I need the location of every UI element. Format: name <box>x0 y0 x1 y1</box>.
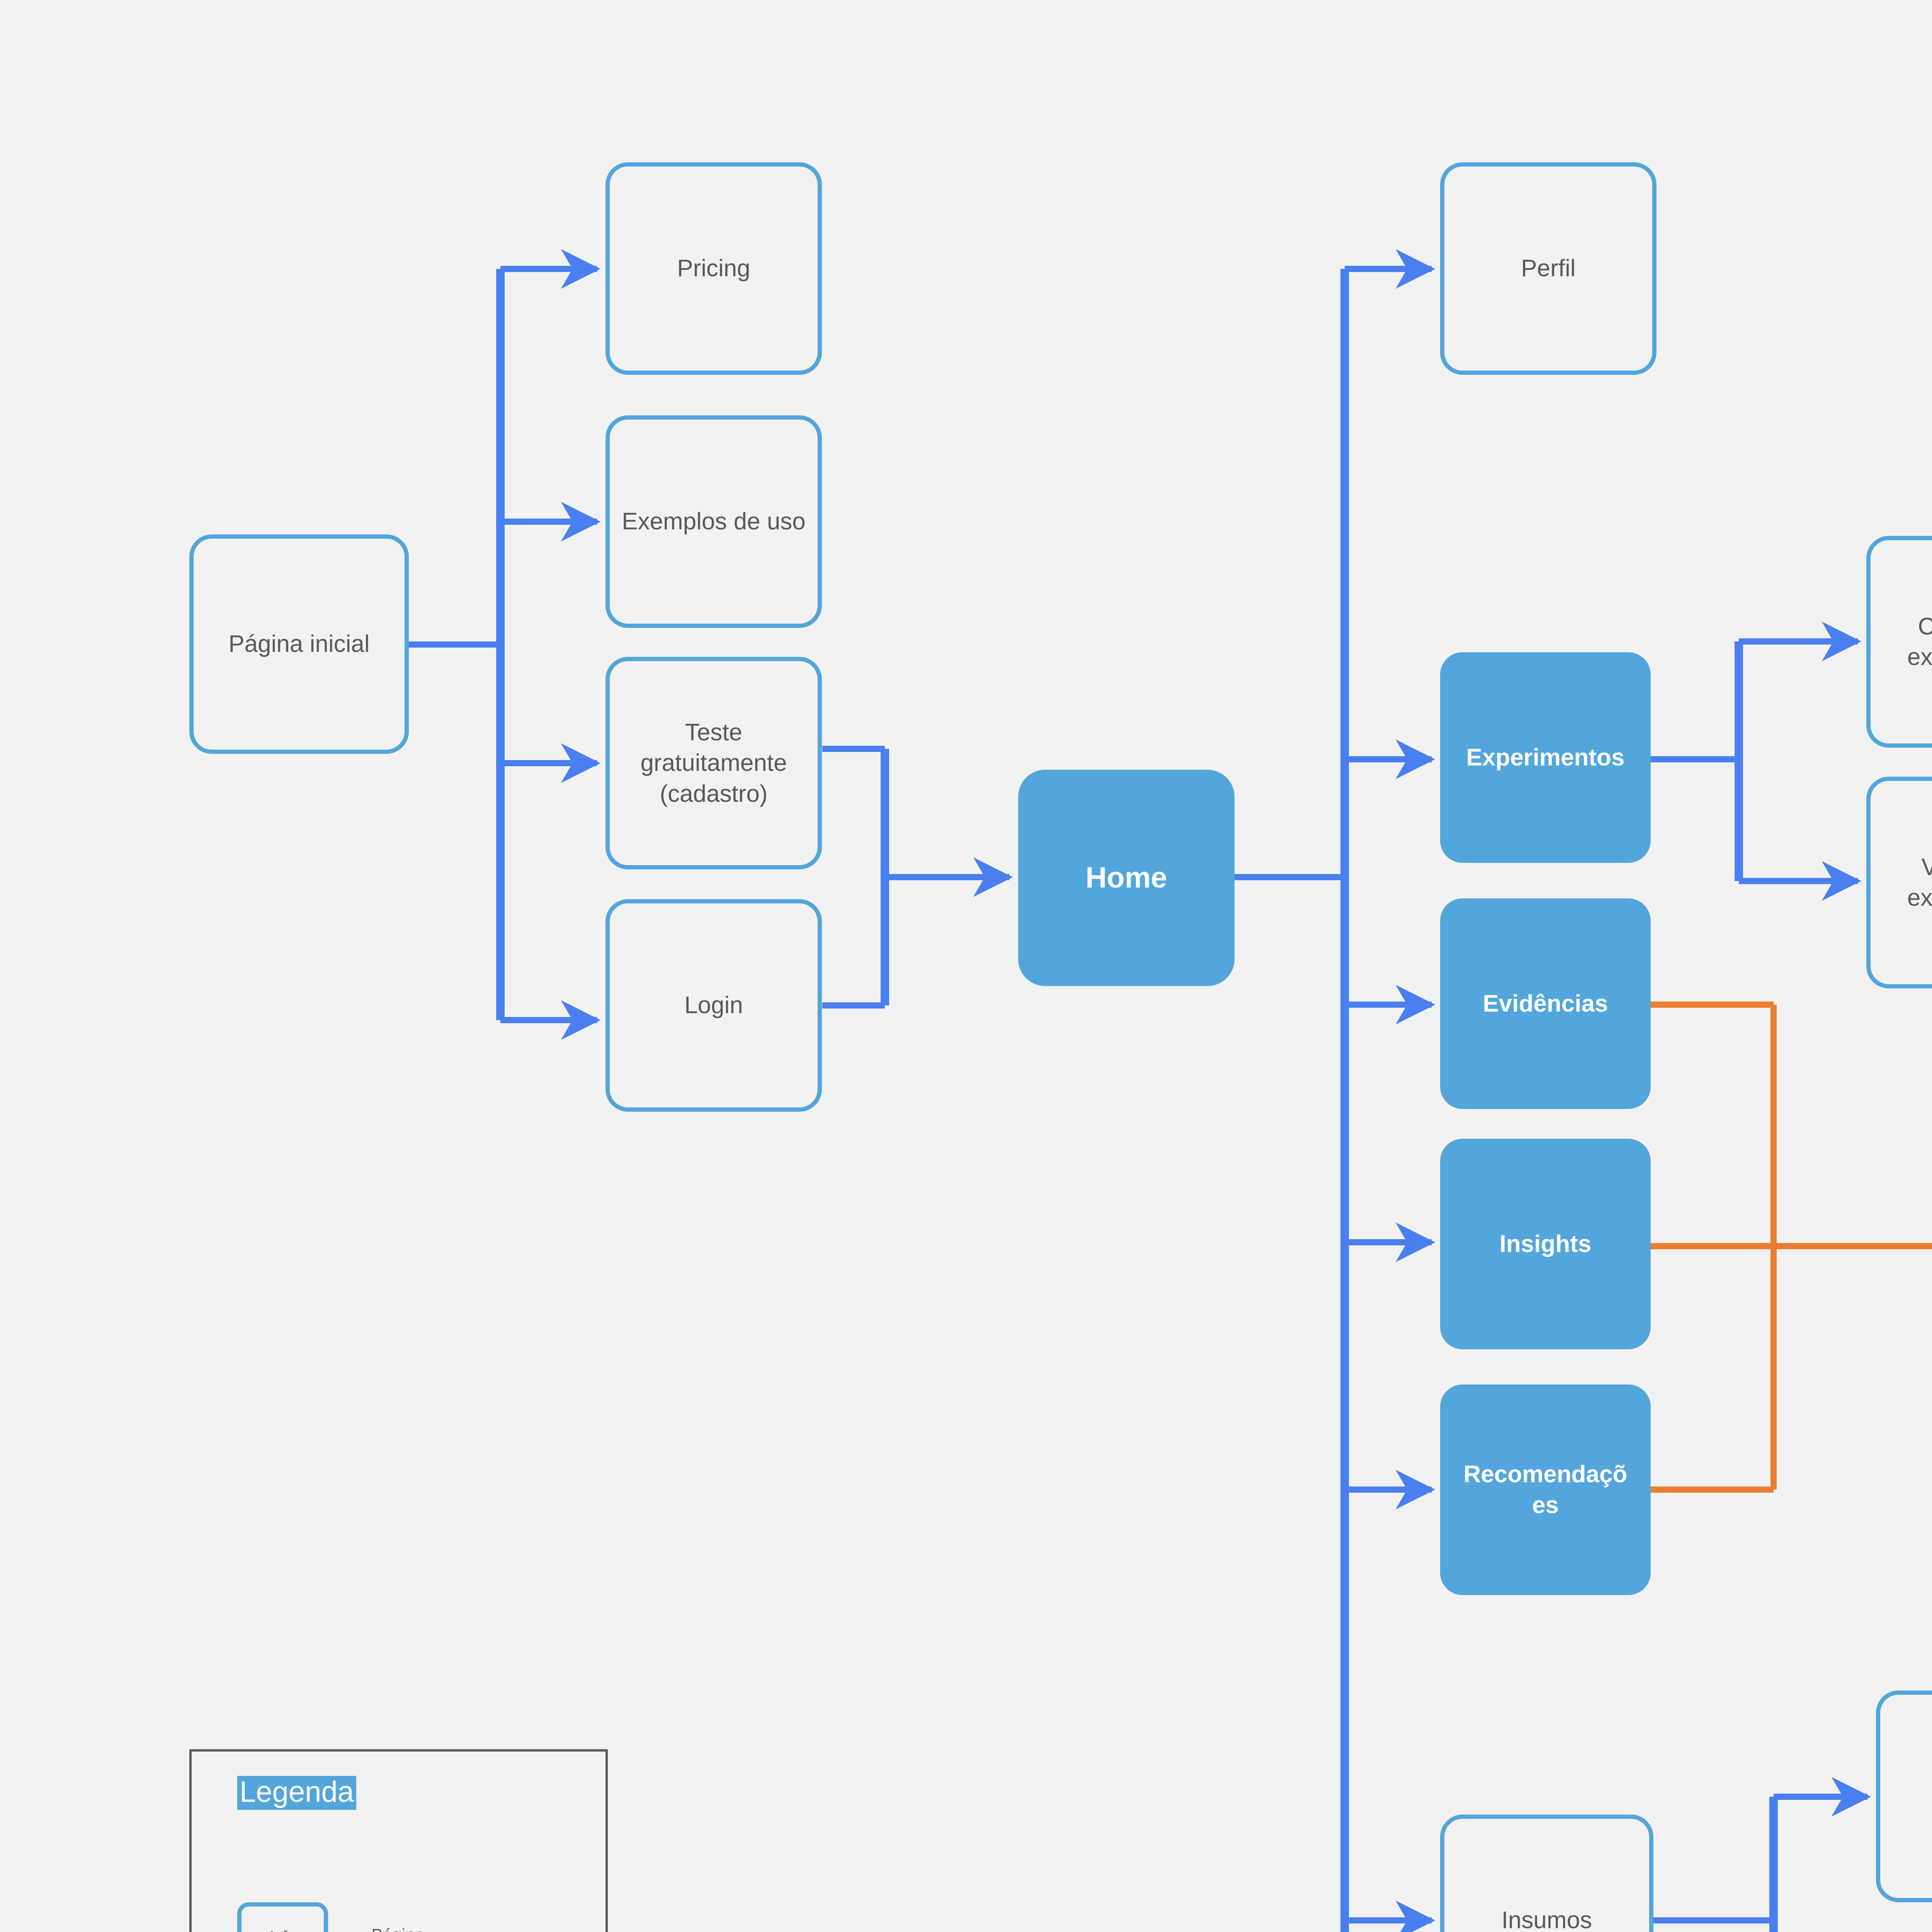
node-label: Experimentos <box>1466 744 1625 771</box>
node-label: Exemplos de uso <box>622 508 806 535</box>
legend-row-pagina: Info Página <box>192 1902 605 1932</box>
node-exemplos-de-uso[interactable]: Exemplos de uso <box>605 415 822 628</box>
node-metodos[interactable]: Métodos <box>1876 1690 1932 1902</box>
node-label: Evidências <box>1483 990 1608 1017</box>
legend-panel: Legenda Info Página Info Páginas princip… <box>189 1749 608 1932</box>
node-label: Home <box>1085 861 1167 895</box>
node-visualizar-experimento[interactable]: Visualizar experimento <box>1866 777 1932 988</box>
node-label: Criar novo experimento <box>1907 613 1932 670</box>
node-label: Pricing <box>677 255 750 282</box>
legend-label-pagina: Página <box>371 1925 424 1932</box>
node-label: Perfil <box>1521 255 1576 282</box>
node-teste-gratuitamente[interactable]: Teste gratuitamente (cadastro) <box>605 657 822 869</box>
legend-swatch-label: Info <box>270 1928 296 1932</box>
node-label: Página inicial <box>228 631 370 658</box>
node-recomendacoes[interactable]: Recomendaçõ es <box>1440 1384 1651 1595</box>
node-insights[interactable]: Insights <box>1440 1139 1651 1349</box>
node-label: Visualizar experimento <box>1907 854 1932 911</box>
node-perfil[interactable]: Perfil <box>1440 162 1656 375</box>
node-pricing[interactable]: Pricing <box>605 162 822 375</box>
node-label: Login <box>684 992 743 1019</box>
legend-title: Legenda <box>237 1776 356 1810</box>
node-evidencias[interactable]: Evidências <box>1440 898 1651 1109</box>
node-experimentos[interactable]: Experimentos <box>1440 652 1651 863</box>
node-criar-novo-experimento[interactable]: Criar novo experimento <box>1866 536 1932 748</box>
node-login[interactable]: Login <box>605 899 822 1112</box>
node-label: Insights <box>1499 1230 1592 1257</box>
node-label: Insumos <box>1501 1907 1592 1932</box>
node-insumos[interactable]: Insumos <box>1440 1815 1653 1932</box>
node-pagina-inicial[interactable]: Página inicial <box>189 534 409 754</box>
node-label: Recomendaçõ es <box>1463 1461 1628 1519</box>
legend-swatch-page: Info <box>237 1902 328 1932</box>
node-label: Teste gratuitamente (cadastro) <box>640 719 787 807</box>
node-home[interactable]: Home <box>1018 770 1235 986</box>
